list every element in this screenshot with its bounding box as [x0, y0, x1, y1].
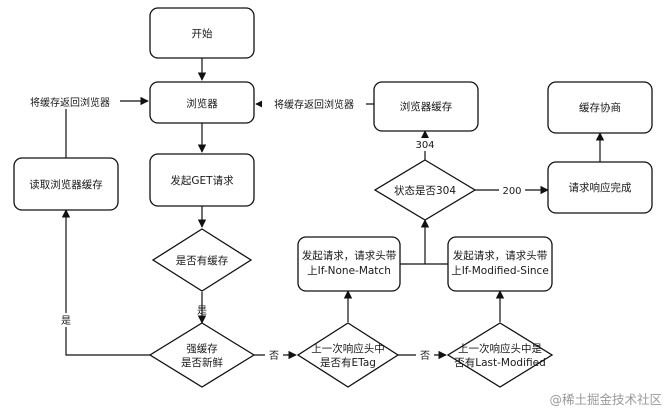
node-etag [296, 322, 400, 388]
node-etag-label-1: 上一次响应头中 [311, 342, 385, 355]
node-request-complete-label: 请求响应完成 [569, 181, 632, 194]
node-etag-label-2: 是否有ETag [320, 356, 376, 369]
label-no-strong: 否 [269, 350, 279, 362]
node-status-304-label: 状态是否304 [394, 184, 456, 197]
label-no-etag: 否 [420, 350, 430, 362]
node-req-inm-label-1: 发起请求，请求头带 [302, 249, 397, 262]
edge-readcache-browser [65, 96, 149, 158]
label-yes-strong: 是 [61, 315, 71, 327]
node-read-cache-label: 读取浏览器缓存 [29, 178, 103, 191]
node-browser-cache-label: 浏览器缓存 [400, 100, 453, 113]
label-304: 304 [415, 140, 434, 151]
node-send-get [149, 153, 255, 207]
node-req-ims [447, 236, 553, 292]
node-lm [446, 322, 554, 388]
node-strong-cache [148, 322, 256, 388]
node-start-label: 开始 [192, 27, 213, 40]
node-read-cache [13, 157, 119, 211]
label-return-cache-left: 将缓存返回浏览器 [30, 96, 110, 109]
edge-strong-readcache [61, 209, 150, 356]
node-send-get-label: 发起GET请求 [170, 174, 234, 187]
node-status-304 [373, 159, 477, 221]
node-has-cache [151, 228, 253, 292]
node-strong-cache-label-2: 是否新鲜 [181, 356, 223, 369]
node-cache-negotiation-label: 缓存协商 [579, 101, 621, 114]
label-yes-hascache: 是 [197, 305, 207, 317]
node-req-inm [297, 236, 401, 292]
node-has-cache-label: 是否有缓存 [176, 254, 229, 267]
node-lm-label-2: 否有Last-Modified [454, 356, 545, 369]
label-return-cache-mid: 将缓存返回浏览器 [274, 98, 354, 111]
node-req-ims-label-1: 发起请求，请求头带 [453, 249, 548, 262]
node-request-complete [547, 161, 653, 214]
node-lm-label-1: 上一次响应头中是 [458, 342, 542, 355]
label-200: 200 [502, 186, 521, 197]
node-browser-cache [373, 81, 479, 132]
node-browser [149, 81, 255, 124]
node-start [149, 7, 255, 59]
node-strong-cache-label-1: 强缓存 [186, 342, 218, 355]
node-req-ims-label-2: 上If-Modified-Since [451, 265, 549, 277]
node-cache-negotiation [547, 81, 653, 134]
watermark-text: @稀土掘金技术社区 [549, 392, 662, 407]
node-browser-label: 浏览器 [186, 97, 218, 110]
node-req-inm-label-2: 上If-None-Match [307, 265, 391, 277]
